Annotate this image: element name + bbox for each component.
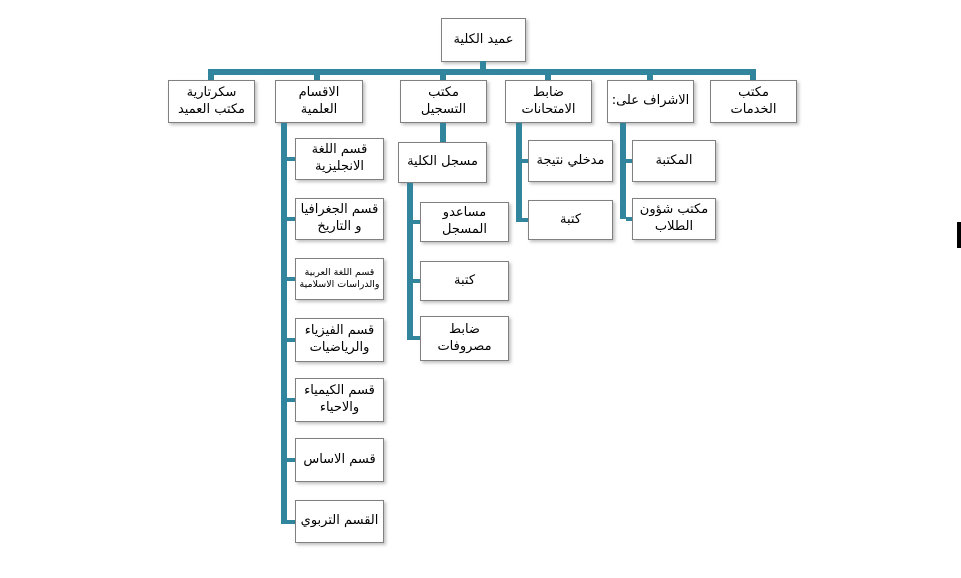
connector-elbow-fees-officer — [413, 336, 420, 340]
connector-elbow-chemistry — [287, 398, 295, 402]
connector-elbow-registration-clerks — [413, 279, 420, 283]
connector-elbow-english — [287, 157, 295, 161]
connector-stub-registration — [440, 74, 446, 81]
connector-trunk-academic — [281, 123, 287, 524]
node-result-enterers: مدخلي نتيجة — [528, 140, 613, 182]
node-chemistry-biology-department: قسم الكيمياء والاحياء — [295, 378, 384, 422]
node-exam-clerks: كتبة — [528, 200, 613, 240]
node-geography-history-department: قسم الجغرافيا و التاريخ — [295, 198, 384, 240]
node-academic-departments: الاقسام العلمية — [275, 80, 363, 123]
node-physics-math-department: قسم الفيزياء والرياضيات — [295, 318, 384, 362]
node-dean-office-secretariat: سكرتارية مكتب العميد — [168, 80, 255, 123]
connector-elbow-student-affairs — [626, 217, 632, 221]
connector-stub-supervision — [647, 74, 653, 81]
connector-stub-services — [750, 74, 756, 81]
node-supervision-of: الاشراف على: — [607, 80, 694, 123]
connector-stub-academic — [314, 74, 320, 81]
node-arabic-islamic-department: قسم اللغة العربية والدراسات الاسلامية — [295, 258, 384, 300]
connector-elbow-foundation — [287, 458, 295, 462]
connector-trunk-registrar — [407, 183, 413, 340]
connector-elbow-exam-clerks — [522, 218, 528, 222]
node-foundation-department: قسم الاساس — [295, 438, 384, 482]
connector-stub-registrar — [440, 123, 446, 142]
node-registration-office: مكتب التسجيل — [400, 80, 487, 123]
connector-elbow-physics — [287, 338, 295, 342]
node-registration-clerks: كتبة — [420, 261, 509, 301]
node-college-registrar: مسجل الكلية — [398, 142, 487, 183]
node-examinations-officer: ضابط الامتحانات — [505, 80, 592, 123]
node-dean: عميد الكلية — [441, 18, 526, 62]
node-english-department: قسم اللغة الانجليزية — [295, 138, 384, 180]
node-fees-officer: ضابط مصروفات — [420, 316, 509, 361]
connector-elbow-educational — [287, 520, 295, 524]
node-student-affairs-office: مكتب شؤون الطلاب — [632, 198, 716, 240]
text-caret — [957, 222, 961, 248]
connector-main-horizontal — [208, 69, 756, 75]
connector-stub-exams — [545, 74, 551, 81]
node-educational-department: القسم التربوي — [295, 500, 384, 543]
connector-root-stub — [480, 61, 486, 70]
connector-trunk-supervision — [620, 123, 626, 219]
connector-trunk-exams — [516, 123, 522, 222]
connector-elbow-arabic — [287, 277, 295, 281]
node-services-office: مكتب الخدمات — [710, 80, 797, 123]
connector-elbow-result-enterers — [522, 159, 528, 163]
connector-elbow-library — [626, 159, 632, 163]
node-library: المكتبة — [632, 140, 716, 182]
node-registrar-assistants: مساعدو المسجل — [420, 202, 509, 242]
connector-elbow-registrar-assistants — [413, 220, 420, 224]
connector-elbow-geography — [287, 217, 295, 221]
connector-stub-secretariat — [208, 74, 214, 81]
